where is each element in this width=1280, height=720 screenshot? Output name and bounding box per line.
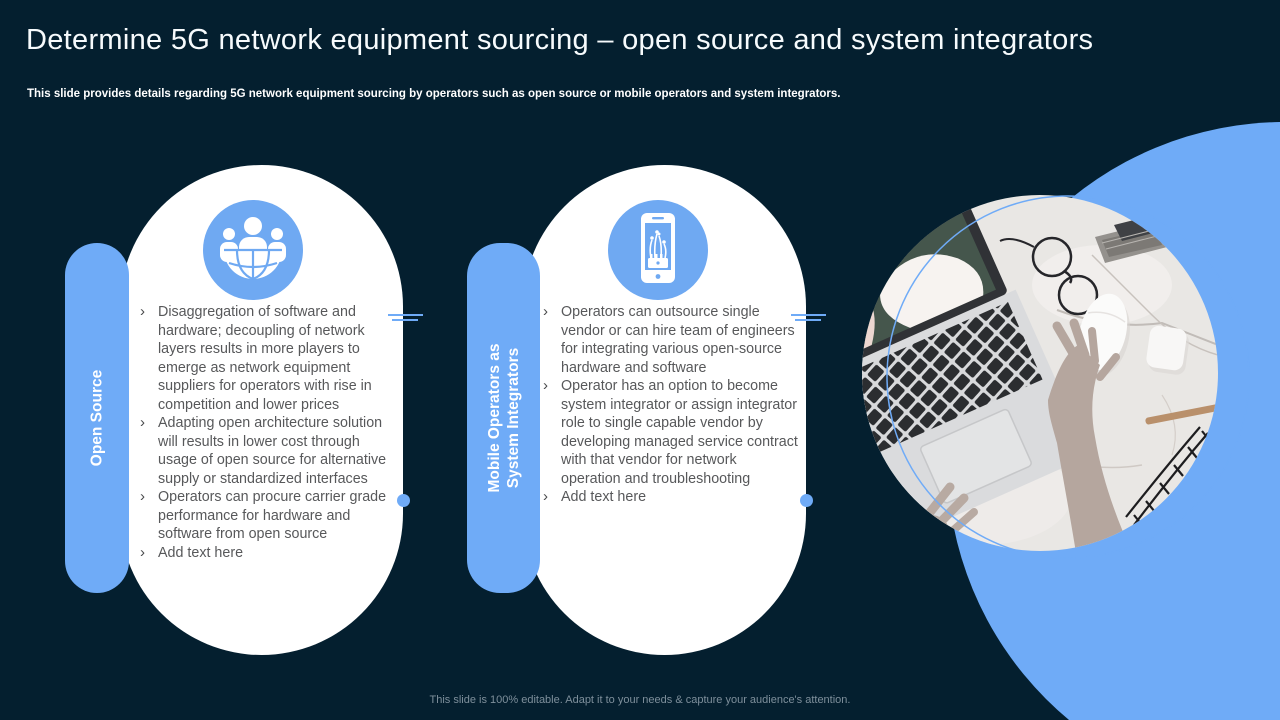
decor-ring (886, 195, 1250, 559)
bullet-item-placeholder[interactable]: ›Add text here (543, 488, 647, 505)
decor-dot (397, 494, 410, 507)
bullet-marker: › (543, 303, 548, 320)
decor-dashes (388, 314, 423, 324)
decor-dashes (791, 314, 826, 324)
bullet-marker: › (543, 377, 548, 394)
workspace-photo: are you stand out! CREATIVE CAMPAIGNS UN… (862, 195, 1262, 595)
slide-subtitle: This slide provides details regarding 5G… (27, 88, 841, 100)
pencil (1145, 403, 1218, 425)
bullet-item-placeholder[interactable]: ›Add text here (140, 543, 244, 561)
tab-system-integrators[interactable]: Mobile Operators as System Integrators (467, 243, 540, 593)
bullet-item: ›Operators can outsource single vendor o… (543, 303, 795, 376)
bullet-item: ›Disaggregation of software and hardware… (140, 303, 372, 413)
bullet-marker: › (140, 488, 145, 505)
earbuds-case (1146, 325, 1189, 375)
open-source-bullet-list: ›Disaggregation of software and hardware… (137, 303, 395, 562)
smartphone-circuit-icon (608, 200, 708, 300)
tab-open-source[interactable]: Open Source (65, 243, 129, 593)
wire-rack (1125, 426, 1211, 526)
bullet-marker: › (543, 488, 548, 505)
decor-dot (800, 494, 813, 507)
bullet-marker: › (140, 414, 145, 431)
svg-text:stand out!: stand out! (862, 204, 907, 254)
bullet-item: ›Adapting open architecture solution wil… (140, 414, 387, 487)
people-globe-icon (203, 200, 303, 300)
hand-right (1048, 318, 1132, 551)
bullet-item: ›Operators can procure carrier grade per… (140, 488, 387, 542)
tab-label: Open Source (88, 369, 106, 467)
svg-text:are you: are you (862, 195, 899, 228)
bullet-marker: › (140, 303, 145, 320)
workspace-photo-illustration: are you stand out! CREATIVE CAMPAIGNS UN… (862, 195, 1250, 559)
bullet-item: ›Operator has an option to become system… (543, 377, 798, 487)
bullet-marker: › (140, 543, 145, 561)
system-integrators-bullet-list: ›Operators can outsource single vendor o… (540, 303, 798, 507)
slide-footer-note: This slide is 100% editable. Adapt it to… (429, 694, 851, 706)
tab-label: Mobile Operators as System Integrators (485, 343, 522, 493)
screen-script-text: are you stand out! (862, 195, 907, 254)
page-title: Determine 5G network equipment sourcing … (26, 24, 1094, 56)
